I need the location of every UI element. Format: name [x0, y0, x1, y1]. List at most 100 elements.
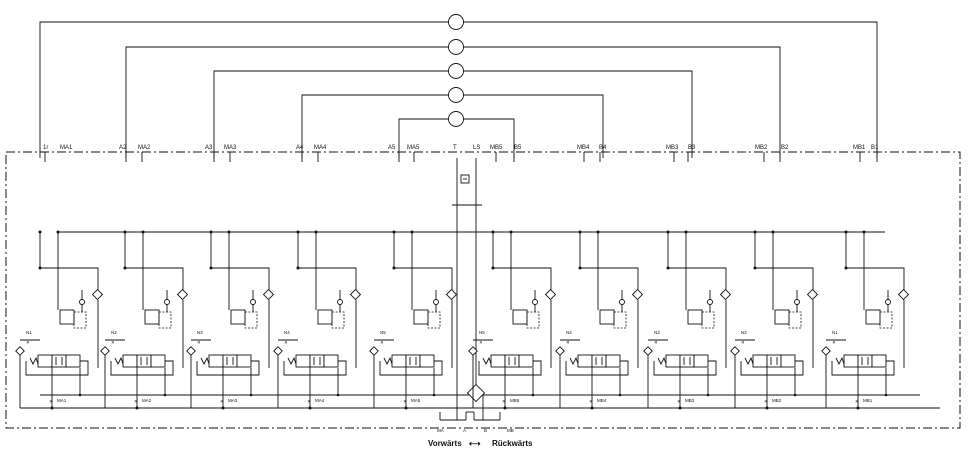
spring-icon: [619, 299, 625, 305]
throttle-icon: ✕: [111, 340, 115, 345]
orifice-icon: ✕: [855, 399, 859, 404]
compensator-icon: [59, 309, 75, 325]
section-n-label: N2: [741, 330, 747, 335]
bottom-port-mb: MB: [507, 428, 514, 433]
port-label: MB4: [577, 145, 590, 151]
port-label: B4: [599, 145, 607, 151]
spring-icon: [532, 299, 538, 305]
section-n-label: N4: [284, 330, 290, 335]
spring-return-icon: [200, 356, 210, 366]
throttle-icon: ✕: [832, 340, 836, 345]
port-label: MA5: [407, 145, 420, 151]
port-label: MB5: [490, 145, 503, 151]
valve-section-3: N3✕✕MA3: [186, 230, 275, 410]
spool-position-box: [871, 354, 887, 368]
spool-position-box: [679, 354, 695, 368]
throttle-icon: ✕: [654, 340, 658, 345]
spool-position-box: [518, 354, 534, 368]
spring-icon: [707, 299, 713, 305]
section-n-label: N5: [380, 330, 386, 335]
compensator-icon: [774, 309, 790, 325]
section-m-label: MB5: [510, 398, 520, 403]
section-m-label: MA4: [315, 398, 325, 403]
section-m-label: MB2: [772, 398, 782, 403]
compensator-icon: [413, 309, 429, 325]
motor-loop-4: [301, 87, 604, 158]
section-n-label: N5: [479, 330, 485, 335]
orifice-icon: ✕: [764, 399, 768, 404]
check-valve-icon: [369, 346, 379, 356]
spring-icon: [885, 299, 891, 305]
port-label: B1: [871, 145, 879, 151]
check-valve-icon: [821, 346, 831, 356]
section-m-label: MB4: [597, 398, 607, 403]
spool-position-box: [122, 354, 138, 368]
spool-position-box: [150, 354, 166, 368]
throttle-icon: ✕: [741, 340, 745, 345]
spool-position-box: [236, 354, 252, 368]
check-valve-icon: [468, 346, 478, 356]
check-valve-icon: [91, 288, 104, 301]
bottom-port-a: A: [463, 428, 466, 433]
section-n-label: N2: [111, 330, 117, 335]
port-label: A5: [388, 145, 396, 151]
check-valve-icon: [445, 288, 458, 301]
spool-position-box: [208, 354, 224, 368]
section-m-label: MB3: [685, 398, 695, 403]
motor-loop-1: [39, 14, 878, 158]
throttle-icon: ✕: [197, 340, 201, 345]
valve-section-2: N2✕✕MA2: [100, 230, 189, 410]
compensator-icon: [144, 309, 160, 325]
port-label: A4: [296, 145, 304, 151]
section-n-label: N1: [832, 330, 838, 335]
valve-section-6: N5✕✕MB5: [468, 230, 557, 410]
valve-section-1: N1✕✕MA1: [15, 230, 104, 410]
spool-position-box: [65, 354, 81, 368]
compensator-icon: [865, 309, 881, 325]
valve-sections: N1✕✕MA1N2✕✕MA2N3✕✕MA3N4✕✕MA4N5✕✕MA5N5✕✕M…: [15, 230, 910, 410]
spool-position-box: [665, 354, 681, 368]
orifice-icon: ✕: [403, 399, 407, 404]
check-valve-icon: [15, 346, 25, 356]
port-label: B5: [514, 145, 522, 151]
orifice-icon: ✕: [589, 399, 593, 404]
compensator-icon: [599, 309, 615, 325]
port-label: MB1: [853, 145, 866, 151]
spool-position-box: [37, 354, 53, 368]
port-label: A2: [119, 145, 127, 151]
spool-position-box: [419, 354, 435, 368]
spool-position-box: [136, 354, 152, 368]
compensator-icon: [317, 309, 333, 325]
spool-position-box: [780, 354, 796, 368]
spool-position-box: [295, 354, 311, 368]
port-label: LS: [473, 145, 480, 151]
hydraulic-motor-icon: [448, 111, 464, 127]
valve-section-7: N4✕✕MB4: [555, 230, 644, 410]
throttle-icon: ✕: [380, 340, 384, 345]
spool-position-box: [323, 354, 339, 368]
valve-section-10: N1✕✕MB1: [821, 230, 910, 410]
section-m-label: MA1: [57, 398, 67, 403]
check-valve-icon: [176, 288, 189, 301]
spring-return-icon: [287, 356, 297, 366]
hydraulic-motor-icon: [448, 87, 464, 103]
spring-icon: [337, 299, 343, 305]
motor-loop-3: [213, 63, 693, 158]
check-valve-icon: [631, 288, 644, 301]
spring-icon: [433, 299, 439, 305]
spring-return-icon: [482, 356, 492, 366]
spool-position-box: [490, 354, 506, 368]
direction-arrow-icon: ⟷: [469, 439, 481, 448]
orifice-icon: ✕: [677, 399, 681, 404]
spool-position-box: [843, 354, 859, 368]
port-label: T: [453, 145, 457, 151]
bottom-port-b: B: [484, 428, 487, 433]
port-label: MB2: [755, 145, 768, 151]
spool-position-box: [391, 354, 407, 368]
direction-forward: Vorwärts: [428, 439, 462, 448]
valve-section-8: N3✕✕MB3: [643, 230, 732, 410]
check-valve-icon: [544, 288, 557, 301]
port-label: MB3: [666, 145, 679, 151]
port-label: B3: [688, 145, 696, 151]
check-valve-icon: [897, 288, 910, 301]
